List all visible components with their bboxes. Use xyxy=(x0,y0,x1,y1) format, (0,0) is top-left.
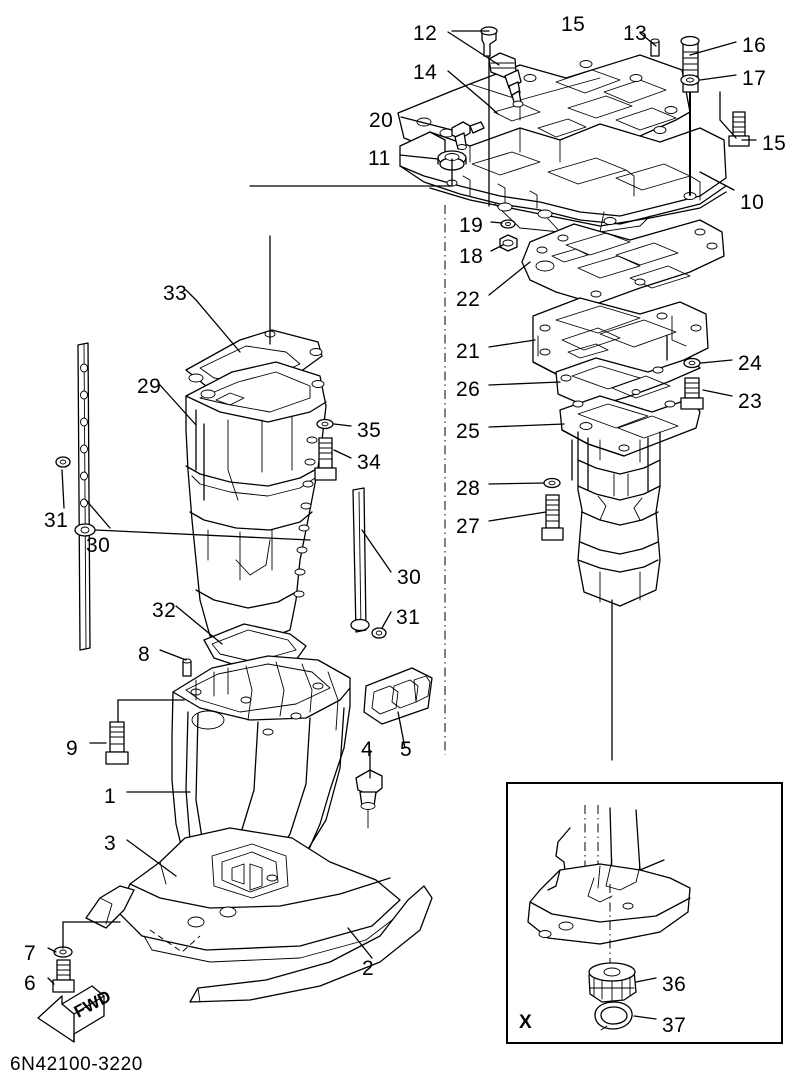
callout-34: 34 xyxy=(357,451,382,474)
mid-casing-assembly xyxy=(521,219,725,607)
callout-26: 26 xyxy=(456,378,481,401)
leader-lines xyxy=(47,30,757,1020)
part-24-washer xyxy=(683,357,701,369)
part-7-washer xyxy=(53,946,73,958)
part-23-bolt xyxy=(680,377,704,410)
part-2-fin-strip xyxy=(189,885,433,1003)
callout-14: 14 xyxy=(413,61,438,84)
part-22-gasket xyxy=(521,219,725,305)
callout-30b: 30 xyxy=(397,566,422,589)
part-3-cowling-lip xyxy=(85,885,135,929)
part-30-rail-left xyxy=(74,342,96,651)
part-6-bolt xyxy=(52,959,75,993)
part-1-lower-casing xyxy=(117,655,401,963)
callout-25: 25 xyxy=(456,420,481,443)
part-5-intake-grate xyxy=(363,667,433,725)
part-29-upper-casing xyxy=(185,361,327,649)
part-20-fitting xyxy=(451,121,485,150)
callout-28: 28 xyxy=(456,477,481,500)
part-17-washer xyxy=(680,74,700,86)
upper-casing-assembly xyxy=(397,26,750,252)
callout-23: 23 xyxy=(738,390,763,413)
callout-8: 8 xyxy=(138,643,151,666)
inset-detail-x xyxy=(506,782,783,1044)
callout-5: 5 xyxy=(400,738,413,761)
callout-1: 1 xyxy=(104,785,117,808)
callout-21: 21 xyxy=(456,340,481,363)
callout-15b: 15 xyxy=(762,132,787,155)
part-27-bolt xyxy=(541,494,564,541)
callout-2: 2 xyxy=(362,957,375,980)
part-number-label: 6N42100-3220 xyxy=(10,1054,143,1075)
part-15-long-stud-left xyxy=(480,26,498,207)
part-9-bolt xyxy=(105,721,129,765)
part-15-bolt-right xyxy=(728,111,750,147)
callout-7: 7 xyxy=(24,942,37,965)
callout-32: 32 xyxy=(152,599,177,622)
callout-33: 33 xyxy=(163,282,188,305)
callout-20: 20 xyxy=(369,109,394,132)
part-10-upper-casing xyxy=(399,123,727,233)
callout-31b: 31 xyxy=(396,606,421,629)
callout-36: 36 xyxy=(662,973,687,996)
part-31-bolt-right xyxy=(371,627,387,639)
callout-24: 24 xyxy=(738,352,763,375)
callout-9: 9 xyxy=(66,737,79,760)
part-37-circlip xyxy=(594,1001,633,1031)
callout-29: 29 xyxy=(137,375,162,398)
callout-22: 22 xyxy=(456,288,481,311)
callout-3: 3 xyxy=(104,832,117,855)
part-13-dowel-pin xyxy=(650,38,660,57)
part-19-washer xyxy=(500,219,516,229)
lower-casing-assembly xyxy=(52,655,433,1003)
callout-27: 27 xyxy=(456,515,481,538)
part-18-nut xyxy=(499,234,518,252)
callout-37: 37 xyxy=(662,1014,687,1037)
part-12-relief-valve xyxy=(488,52,524,108)
inset-gear-housing xyxy=(527,805,691,970)
part-36-bearing xyxy=(588,962,637,1003)
part-35-washer xyxy=(316,418,334,430)
callout-11: 11 xyxy=(368,147,391,170)
part-31-bolt-left xyxy=(55,456,71,468)
callout-17: 17 xyxy=(742,67,767,90)
callout-30: 30 xyxy=(86,534,111,557)
callout-10: 10 xyxy=(740,191,765,214)
callout-4: 4 xyxy=(361,738,374,761)
part-8-dowel-pin xyxy=(182,658,192,677)
callout-6: 6 xyxy=(24,972,37,995)
part-4-plug xyxy=(355,769,383,829)
part-25-exhaust-guide xyxy=(559,395,701,607)
callout-15: 15 xyxy=(561,13,586,36)
callout-31: 31 xyxy=(44,509,69,532)
part-28-washer xyxy=(543,477,561,489)
part-34-bolt xyxy=(314,437,337,481)
callout-19: 19 xyxy=(459,214,484,237)
callout-13: 13 xyxy=(623,22,648,45)
callout-12: 12 xyxy=(413,22,438,45)
callout-35: 35 xyxy=(357,419,382,442)
part-30-rail-right xyxy=(350,487,370,633)
callout-16: 16 xyxy=(742,34,767,57)
callout-18: 18 xyxy=(459,245,484,268)
inset-x-label: X xyxy=(519,1012,532,1033)
